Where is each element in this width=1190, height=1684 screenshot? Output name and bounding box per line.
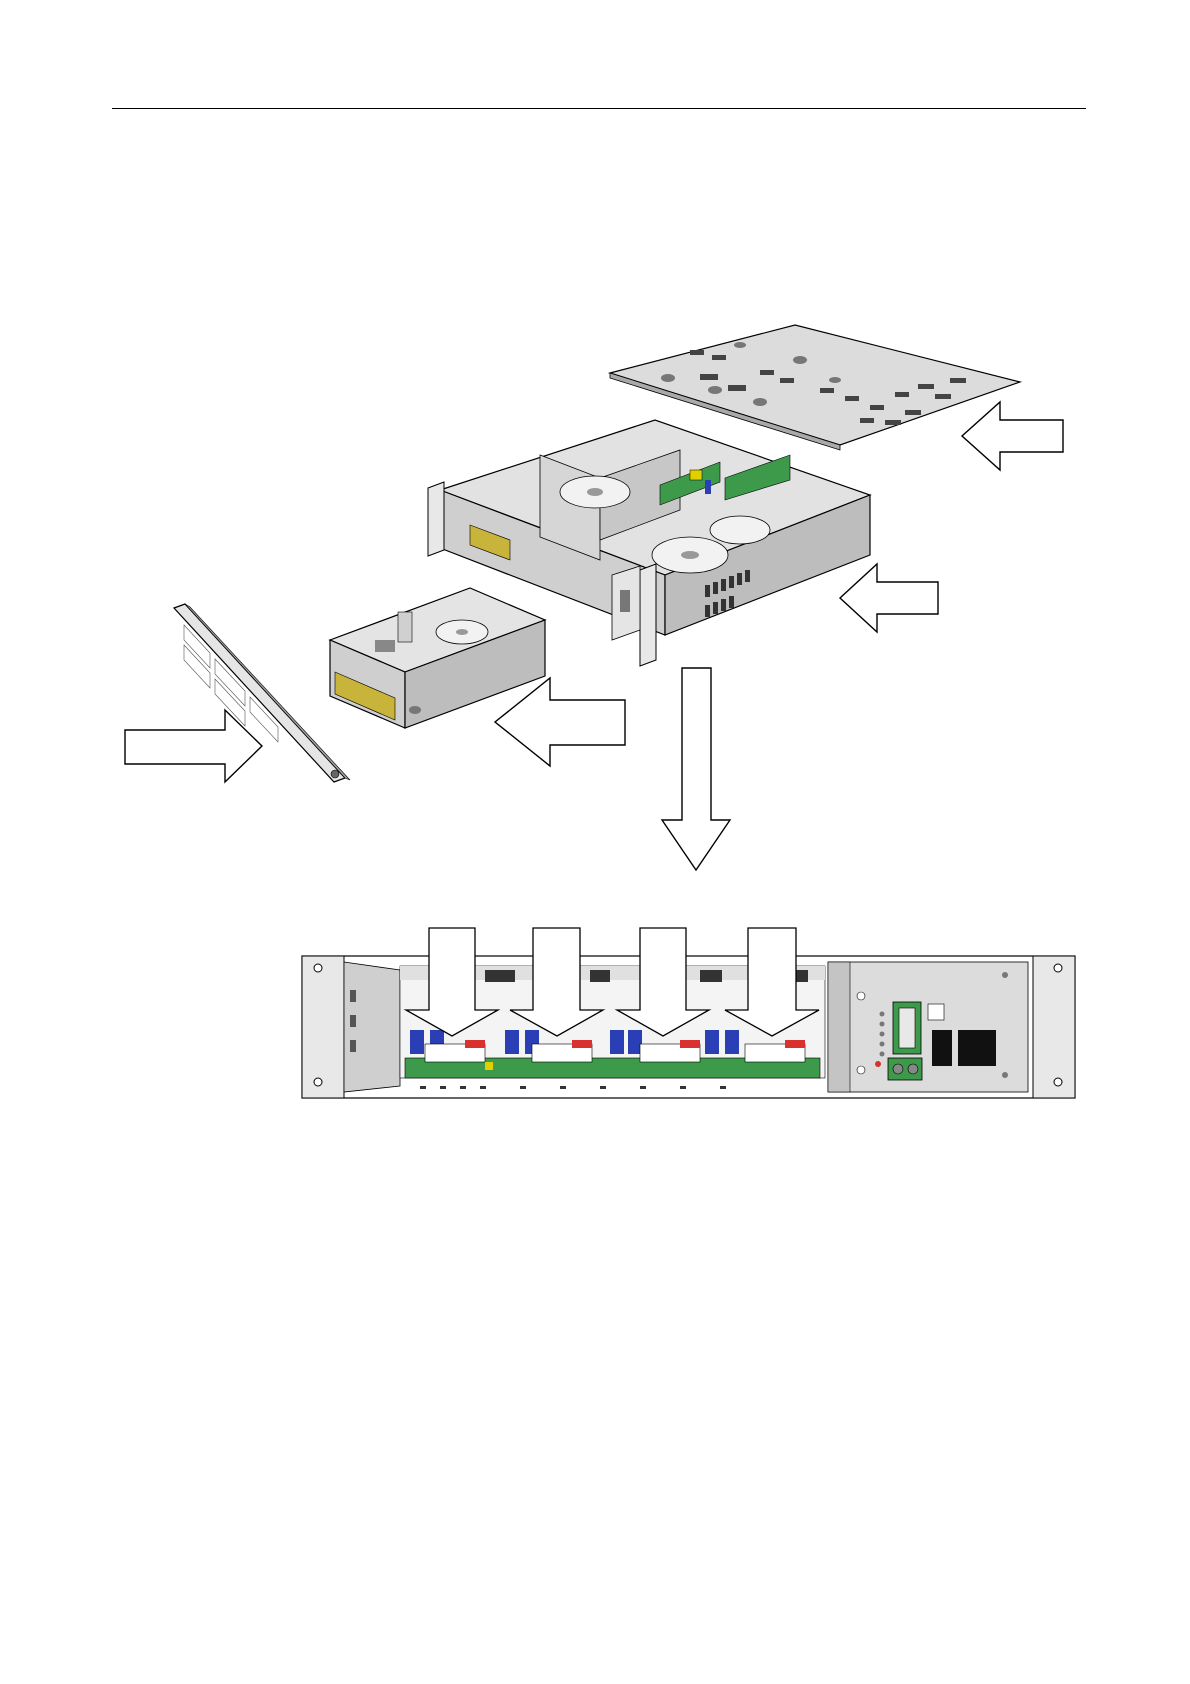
arrow-top-cover-icon <box>962 402 1063 470</box>
arrow-assembly-icon <box>662 668 730 870</box>
assembled-front-view <box>302 956 1075 1098</box>
arrow-chassis-side-icon <box>840 564 938 632</box>
arrow-module-icon <box>495 678 625 766</box>
